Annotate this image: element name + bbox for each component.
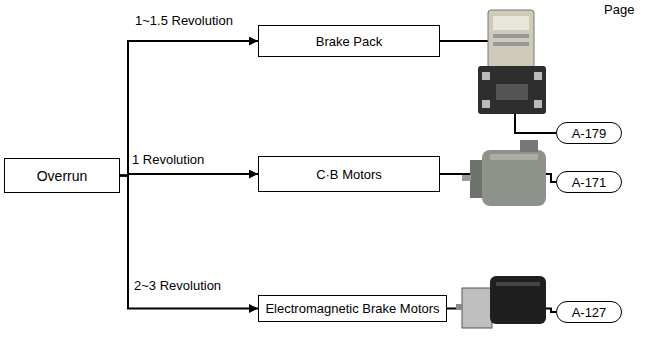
- page-tag: A-171: [556, 171, 622, 193]
- cb-motor-picture: [462, 140, 546, 206]
- electromagnetic-brake-motor-picture: [456, 276, 546, 328]
- column-heading: Page: [603, 2, 635, 17]
- node-text: Overrun: [37, 168, 88, 184]
- process-box: C·B Motors: [258, 156, 440, 192]
- connector: [120, 174, 258, 176]
- brake-pack-picture: [478, 10, 546, 114]
- connector: [120, 176, 258, 309]
- page-tag: A-179: [556, 122, 622, 144]
- process-box: Overrun: [4, 158, 120, 193]
- page-tag: A-127: [556, 301, 622, 323]
- node-text: C·B Motors: [316, 167, 382, 182]
- node-text: A-127: [572, 305, 607, 320]
- node-text: A-179: [572, 126, 607, 141]
- edge-label: 2~3 Revolution: [133, 278, 222, 293]
- edge-label: 1~1.5 Revolution: [134, 13, 234, 28]
- edge-label: 1 Revolution: [131, 152, 205, 167]
- node-text: Brake Pack: [316, 34, 382, 49]
- connector: [120, 41, 258, 176]
- node-text: Electromagnetic Brake Motors: [265, 301, 439, 316]
- process-box: Electromagnetic Brake Motors: [258, 295, 447, 322]
- process-box: Brake Pack: [258, 25, 440, 57]
- node-text: A-171: [572, 175, 607, 190]
